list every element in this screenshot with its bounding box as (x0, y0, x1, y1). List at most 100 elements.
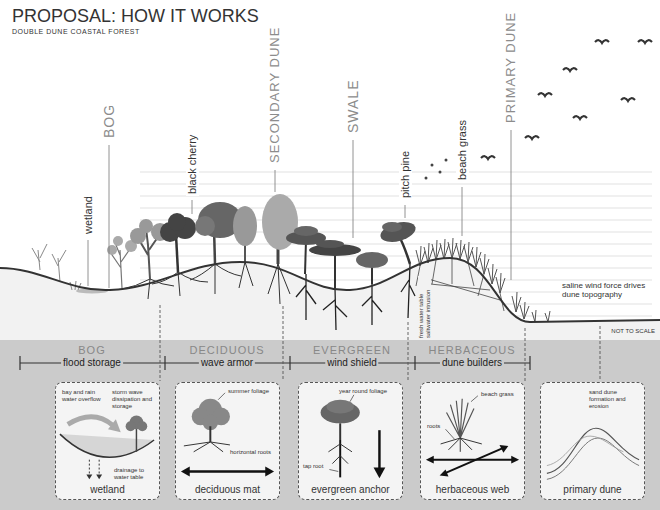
role-sketch (209, 426, 211, 442)
role-sketch (181, 467, 190, 477)
wind-lines (140, 256, 652, 257)
deciduous-trees (168, 213, 186, 231)
role-sketch (329, 470, 338, 472)
role-sketch (86, 474, 92, 479)
plant-label: black cherry (186, 133, 199, 196)
zone-name: PRIMARY DUNE (504, 10, 519, 125)
birds (481, 156, 495, 159)
evergreen-trees (305, 240, 306, 274)
label-leaders (462, 187, 463, 236)
evergreen-trees (382, 222, 402, 232)
zone-name: BOG (101, 102, 117, 140)
evergreen-trees (356, 252, 388, 268)
box-caption: herbaceous web (434, 484, 511, 496)
box-annotation: bay and rain water overflow (62, 389, 110, 403)
zone-band (0, 340, 660, 510)
label-leaders (109, 145, 110, 288)
role-sketch (441, 438, 482, 452)
zone-role: flood storage (61, 357, 123, 369)
zone-heading: DECIDUOUS (189, 344, 264, 357)
evergreen-trees (378, 219, 417, 246)
beach-grass (416, 238, 550, 322)
plant-label: beach grass (456, 118, 469, 182)
dune-profile (0, 258, 660, 322)
bird-flock (425, 159, 448, 180)
role-sketch (60, 434, 154, 457)
box-caption: primary dune (561, 484, 623, 496)
role-sketch (68, 417, 113, 426)
role-sketch (299, 383, 402, 499)
role-sketch (184, 442, 230, 452)
evergreen-trees (286, 219, 418, 288)
box-leaders (283, 306, 284, 381)
label-leaders (511, 130, 512, 280)
role-sketch (137, 421, 147, 431)
birds (573, 116, 587, 119)
zone-role: wind shield (325, 357, 378, 369)
role-sketch (511, 456, 519, 464)
zone-bracket (164, 356, 165, 370)
zone-heading: HERBACEOUS (428, 344, 515, 357)
label-leaders (275, 170, 276, 192)
role-sketch (96, 474, 102, 479)
role-sketch (547, 436, 624, 465)
plant-label: wetland (82, 194, 95, 236)
bird-flock (431, 164, 434, 167)
plant-role-box: beach grassrootsherbaceous web (420, 382, 525, 500)
role-sketch (374, 468, 386, 479)
zone-bracket (414, 356, 415, 370)
birds (638, 40, 652, 43)
zone-bracket (19, 356, 20, 370)
wind-lines (140, 184, 652, 185)
box-leaders (408, 322, 409, 381)
zone-role: wave armor (199, 357, 255, 369)
deciduous-trees (139, 219, 153, 233)
role-sketch (339, 423, 341, 440)
plant-role-box: year round foliagetap rootevergreen anch… (298, 382, 403, 500)
wind-lines (140, 244, 652, 245)
wind-lines (140, 172, 652, 173)
box-caption: wetland (88, 484, 126, 496)
role-sketch (446, 429, 455, 439)
role-sketch (339, 440, 341, 477)
box-annotation: storm wave dissipation and storage (112, 389, 156, 410)
box-caption: evergreen anchor (309, 484, 391, 496)
role-sketch (126, 421, 136, 431)
plant-role-box: sand dune formation and erosionprimary d… (540, 382, 645, 500)
role-sketch (447, 399, 474, 438)
box-annotation: beach grass (481, 391, 514, 398)
box-leaders (600, 326, 601, 381)
birds (595, 40, 609, 43)
zone-bracket (289, 356, 290, 370)
zone-bracket (529, 356, 530, 370)
role-sketch (176, 383, 279, 499)
box-leaders (160, 305, 161, 381)
bog-tree (113, 236, 123, 246)
bog-tree (107, 236, 137, 288)
zone-heading: BOG (78, 344, 105, 357)
role-sketch (265, 467, 274, 477)
role-sketch (350, 395, 354, 402)
role-sketch (499, 445, 508, 453)
subtitle: DOUBLE DUNE COASTAL FOREST (12, 28, 140, 36)
water-note: fresh water table saltwater intrusion (418, 276, 431, 340)
title: PROPOSAL: HOW IT WORKS (12, 6, 259, 27)
zone-role: dune builders (440, 357, 504, 369)
evergreen-trees (334, 252, 336, 288)
label-leaders (88, 240, 89, 286)
birds (563, 68, 577, 71)
role-sketch (328, 444, 352, 464)
birds (621, 98, 635, 101)
role-sketch (378, 430, 380, 469)
role-sketch (421, 383, 524, 499)
deciduous-trees (176, 235, 178, 272)
birds (525, 136, 539, 139)
evergreen-trees (316, 240, 344, 248)
ground (0, 258, 660, 340)
box-leaders (525, 328, 526, 381)
zone-name: SECONDARY DUNE (268, 25, 283, 165)
role-sketch (440, 470, 449, 477)
plant-label: pitch pine (399, 149, 412, 200)
box-annotation: drainage to water table (114, 467, 158, 481)
